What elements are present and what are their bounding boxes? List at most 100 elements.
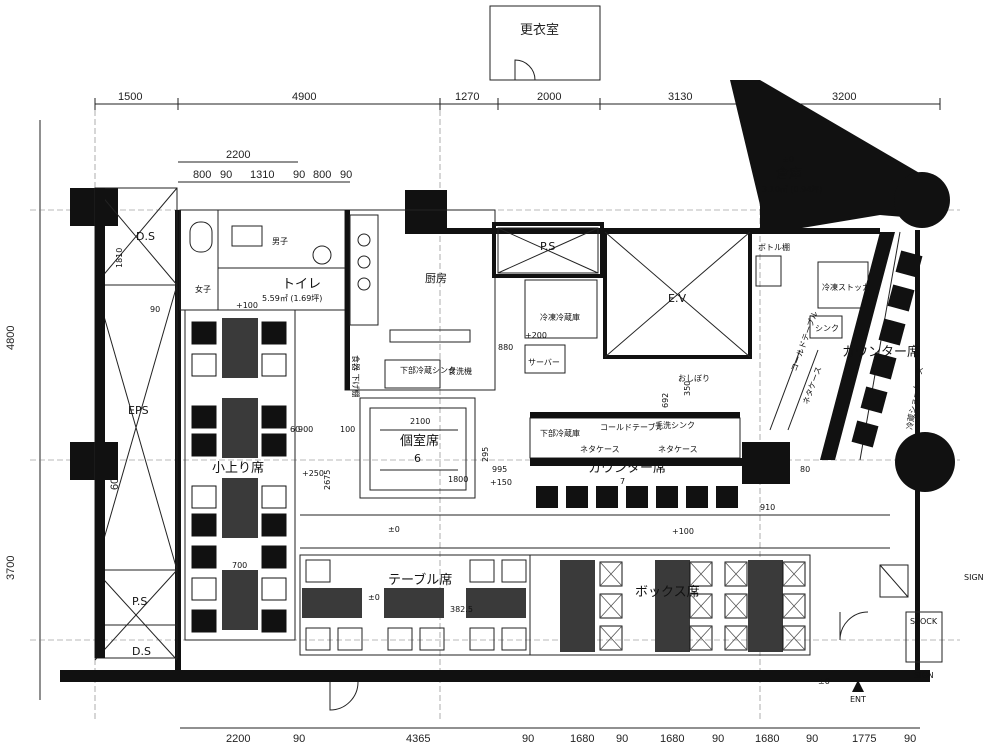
left-shaft: D.S EPS P.S D.S 1810 90 (94, 187, 178, 661)
cold-table-label: コールドテーブル (788, 310, 819, 373)
table-seating: テーブル席 ±0 382.5 (299, 554, 531, 656)
box-cushion-cross (599, 593, 623, 619)
showcase-label: 冷蔵ショーケース (904, 366, 925, 430)
top-dimensions: 1500 4900 1270 2000 3130 3200 2200 800 9… (94, 91, 941, 183)
table-floor: ±0 (368, 593, 380, 602)
male-label: 男子 (272, 237, 288, 246)
cushion (261, 513, 287, 537)
counter-right: カウンター席 冷蔵ショーケース (820, 231, 925, 461)
box-cushion (782, 625, 806, 651)
dim-100: 100 (340, 425, 355, 434)
dim-top3-6: 90 (340, 169, 352, 181)
kitchen-floor-level: +200 (525, 331, 547, 340)
box-seating-label: ボックス席 (635, 584, 700, 600)
dim-295: 295 (481, 447, 490, 462)
food-return-label: 食器 下げ棚 (351, 355, 361, 398)
stocker-label: 冷凍ストッカー (822, 282, 878, 292)
counter-floor: +150 (490, 478, 512, 487)
box-cushion (599, 561, 623, 587)
toilet-area: 男子 女子 トイレ 5.59㎡ (1.69坪) +100 (179, 209, 349, 311)
cushion (191, 321, 217, 345)
fridge-area: 冷凍冷蔵庫 サーバー +200 (524, 279, 598, 374)
cushion (261, 433, 287, 457)
storage-floor: ±0 (782, 155, 794, 164)
oshibori-label: おしぼり (678, 374, 710, 383)
private-room-count: 6 (414, 452, 421, 465)
dim-692: 692 (661, 393, 670, 408)
dim-bottom-3: 4365 (406, 733, 430, 745)
cushion (261, 545, 287, 569)
box-seating: ボックス席 (529, 554, 811, 656)
cushion (191, 405, 217, 429)
counter-count: 7 (620, 477, 625, 486)
dim-2100: 2100 (410, 417, 430, 426)
dim-bottom-6: 90 (616, 733, 628, 745)
dim-bottom-1: 2200 (226, 733, 250, 745)
dim-1800: 1800 (448, 475, 468, 484)
private-room: 個室席 6 2100 1800 100 2675 900 (298, 397, 476, 499)
dim-top3-4: 90 (293, 169, 305, 181)
cushion (261, 405, 287, 429)
dim-bottom-2: 90 (293, 733, 305, 745)
dim-left-3: 3700 (5, 556, 17, 580)
dim-top-5: 3130 (668, 91, 692, 103)
neta-case2-label: ネタケース (658, 445, 698, 454)
box-cushion (689, 561, 713, 587)
hand-sink2-label: 手洗シンク (655, 420, 695, 430)
cushion (261, 609, 287, 633)
agari-seating: 小上り席 700 700 +250 (184, 309, 324, 641)
sink-label: シンク (815, 324, 839, 333)
eps-label: EPS (128, 404, 149, 417)
dim-top3-5: 800 (313, 169, 331, 181)
table-seating-label: テーブル席 (388, 572, 452, 588)
frozen-fridge-label: 冷凍冷蔵庫 (540, 312, 580, 322)
box-cushion (724, 593, 748, 619)
dim-60: 60 (290, 425, 300, 434)
cushion (191, 433, 217, 457)
elevator: E.V (603, 230, 752, 359)
server-label: サーバー (528, 358, 560, 367)
dim-1810: 1810 (115, 248, 124, 268)
toilet-area-value: 5.59㎡ (1.69坪) (262, 294, 322, 303)
box-cushion-cross (689, 593, 713, 619)
entrance-label: ENT (850, 695, 866, 704)
dim-top3-2: 90 (220, 169, 232, 181)
changing-room: 更衣室 (489, 5, 601, 81)
dim-995: 995 (492, 465, 507, 474)
dim-left-1: 4800 (5, 326, 17, 350)
aisle-floor-2: +100 (672, 527, 694, 536)
kitchen: 厨房 下部冷蔵シンク 食洗機 食器 下げ棚 (344, 209, 496, 398)
aisle: ±0 +100 ±0 (300, 514, 890, 686)
box-cushion-cross (724, 561, 748, 587)
dim-2675: 2675 (323, 470, 332, 490)
storage-area: 3.10㎡ (0.94坪) (762, 185, 822, 194)
box-cushion-cross (599, 561, 623, 587)
cushion (191, 353, 217, 377)
kitchen-label: 厨房 (425, 272, 447, 285)
box-cushion (599, 625, 623, 651)
toilet-floor-level: +100 (236, 301, 258, 310)
private-room-label: 個室席 (400, 433, 439, 449)
box-cushion-cross (724, 625, 748, 651)
box-cushion-cross (689, 625, 713, 651)
misc-dimensions: 350 692 880 295 60 80 (290, 343, 810, 474)
dim-700-a: 700 (232, 561, 247, 570)
storage-room: 倉庫 3.10㎡ (0.94坪) ±0 (762, 155, 822, 194)
box-cushion (724, 625, 748, 651)
dim-bottom-11: 1775 (852, 733, 876, 745)
box-cushion-cross (782, 625, 806, 651)
dim-top-1: 1500 (118, 91, 142, 103)
agari-floor: +250 (302, 469, 324, 478)
dim-top-3: 1270 (455, 91, 479, 103)
cushion (191, 485, 217, 509)
dim-top3-1: 800 (193, 169, 211, 181)
storage-label: 倉庫 (776, 167, 802, 182)
dim-880: 880 (498, 343, 513, 352)
agari-label: 小上り席 (212, 460, 264, 476)
dim-bottom-8: 90 (712, 733, 724, 745)
dim-top3-3: 1310 (250, 169, 274, 181)
cushion (261, 353, 287, 377)
cold-table2-label: コールドテーブル (600, 422, 664, 432)
sign-label-2: SIGN (914, 671, 934, 680)
box-cushion-cross (689, 561, 713, 587)
